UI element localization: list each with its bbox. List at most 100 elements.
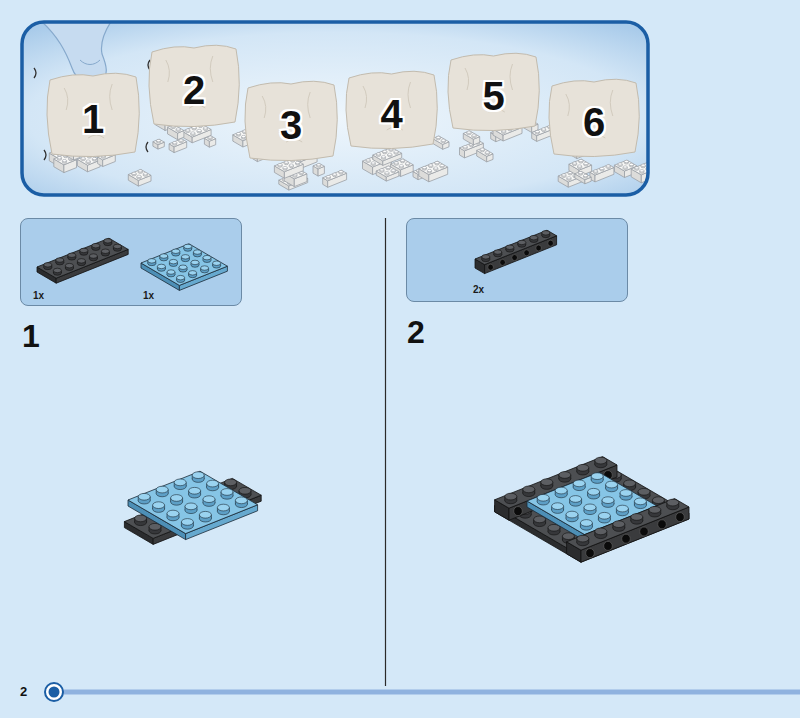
part-image bbox=[44, 263, 52, 267]
scattered-pieces bbox=[156, 139, 160, 141]
part-image bbox=[475, 230, 557, 264]
scattered-pieces bbox=[381, 156, 385, 158]
part-image bbox=[89, 254, 97, 258]
scattered-pieces bbox=[624, 160, 628, 162]
scattered-pieces bbox=[179, 139, 183, 141]
part-image bbox=[213, 261, 221, 265]
part-image bbox=[542, 231, 550, 235]
part-image bbox=[177, 275, 185, 279]
step-1-model bbox=[225, 479, 237, 486]
scattered-pieces bbox=[590, 165, 614, 182]
scattered-pieces bbox=[323, 170, 347, 181]
step-2-model bbox=[631, 514, 643, 521]
step-2-model bbox=[567, 499, 689, 551]
scattered-pieces bbox=[477, 148, 493, 162]
step-2-model bbox=[584, 504, 596, 511]
scattered-pieces bbox=[197, 129, 201, 131]
part-image bbox=[53, 268, 61, 272]
scattered-pieces bbox=[376, 153, 380, 155]
step-2-model bbox=[537, 494, 549, 501]
parts-bag: 6 bbox=[547, 74, 641, 158]
step-2-model bbox=[606, 481, 618, 488]
step-1-model bbox=[235, 497, 247, 504]
scattered-pieces bbox=[373, 147, 402, 165]
scattered-pieces bbox=[419, 161, 448, 174]
step-2-model bbox=[638, 488, 650, 495]
step-2-model bbox=[649, 506, 661, 513]
scattered-pieces bbox=[138, 170, 142, 172]
scattered-pieces bbox=[400, 159, 404, 161]
part-image bbox=[548, 240, 554, 246]
step-2-model bbox=[667, 499, 679, 506]
part-image bbox=[189, 271, 197, 275]
step-2-model bbox=[620, 490, 632, 497]
scattered-pieces bbox=[467, 131, 471, 133]
scattered-pieces bbox=[423, 167, 427, 169]
part-image bbox=[92, 243, 100, 247]
scattered-pieces bbox=[584, 162, 588, 164]
scattered-pieces bbox=[590, 165, 614, 176]
step-2-model bbox=[570, 496, 582, 503]
scattered-pieces bbox=[376, 166, 399, 177]
scattered-pieces bbox=[631, 161, 648, 174]
part-image bbox=[485, 236, 557, 274]
progress-dot-core bbox=[49, 687, 60, 698]
scattered-pieces bbox=[472, 134, 476, 136]
scattered-pieces bbox=[317, 164, 321, 166]
bag-number: 4 bbox=[380, 94, 402, 134]
hand bbox=[44, 150, 46, 160]
bag-shape bbox=[245, 81, 337, 160]
scattered-pieces bbox=[186, 129, 190, 131]
bag-panel-border bbox=[22, 22, 648, 195]
step-2-model bbox=[613, 521, 625, 528]
part-image bbox=[104, 239, 112, 243]
scattered-pieces bbox=[578, 171, 582, 173]
scattered-pieces bbox=[132, 172, 136, 174]
step-1-model bbox=[185, 503, 197, 510]
step-2-model bbox=[523, 486, 535, 493]
scattered-pieces bbox=[618, 163, 622, 165]
bag-shape bbox=[346, 71, 437, 148]
scattered-pieces bbox=[385, 172, 389, 174]
bag-panel bbox=[22, 22, 648, 195]
parts-bag: 4 bbox=[344, 66, 439, 150]
step-1-model bbox=[203, 496, 215, 503]
part-image bbox=[193, 250, 201, 254]
bag-number: 6 bbox=[583, 102, 605, 142]
parts-bag: 5 bbox=[446, 48, 541, 132]
scattered-pieces bbox=[274, 158, 303, 178]
part-image bbox=[475, 230, 557, 273]
step-2-model bbox=[602, 497, 614, 504]
step-1-model bbox=[192, 472, 204, 479]
parts-callout-box: 2x bbox=[406, 218, 628, 302]
quantity-label: 1x bbox=[33, 291, 44, 301]
scattered-pieces bbox=[429, 164, 433, 166]
scattered-pieces bbox=[128, 170, 151, 187]
scattered-pieces bbox=[623, 166, 627, 168]
part-image bbox=[488, 264, 494, 270]
scattered-pieces bbox=[535, 130, 539, 132]
part-image bbox=[37, 238, 128, 278]
scattered-pieces bbox=[569, 159, 592, 170]
scattered-pieces bbox=[86, 160, 90, 162]
scattered-pieces bbox=[405, 162, 409, 164]
part-image bbox=[169, 259, 177, 263]
step-number: 2 bbox=[407, 316, 425, 348]
scattered-pieces bbox=[323, 170, 347, 187]
step-2-model bbox=[495, 457, 689, 563]
step-2-model bbox=[552, 503, 564, 510]
scattered-pieces bbox=[278, 164, 282, 166]
scattered-pieces bbox=[463, 131, 479, 145]
progress-bar bbox=[62, 690, 800, 695]
scattered-pieces bbox=[326, 176, 330, 178]
step-1-model bbox=[207, 480, 219, 487]
scattered-pieces bbox=[388, 153, 392, 155]
step-2-model bbox=[559, 472, 571, 479]
part-image bbox=[56, 258, 64, 262]
scattered-pieces bbox=[463, 146, 467, 148]
scattered-pieces bbox=[429, 164, 433, 166]
hand bbox=[80, 60, 100, 65]
step-2-model bbox=[573, 480, 585, 487]
part-image bbox=[80, 248, 88, 252]
scattered-pieces bbox=[333, 173, 337, 175]
